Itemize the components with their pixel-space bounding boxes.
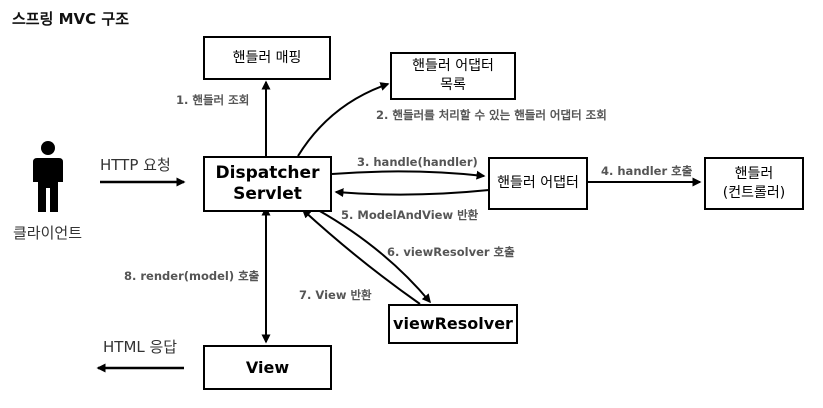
person-icon [33,141,63,212]
step7-label: 7. View 반환 [299,288,372,302]
view-resolver-box: viewResolver [388,304,518,344]
step6-label: 6. viewResolver 호출 [387,245,515,259]
client-label: 클라이언트 [13,224,83,242]
handler-adapter-box: 핸들러 어댑터 [488,157,588,210]
step4-label: 4. handler 호출 [601,164,693,178]
handler-controller-text: 핸들러 (컨트롤러) [722,165,786,201]
handler-adapter-text: 핸들러 어댑터 [497,175,579,192]
step6-arrow [317,209,431,304]
dispatcher-servlet-text: Dispatcher Servlet [215,162,320,204]
step3-label: 3. handle(handler) [357,155,478,169]
view-text: View [245,357,290,377]
view-box: View [203,345,332,390]
handler-mapping-box: 핸들러 매핑 [203,36,331,80]
http-request-label: HTTP 요청 [100,156,171,174]
step7-arrow [301,208,421,305]
handler-controller-box: 핸들러 (컨트롤러) [704,157,804,210]
handler-adapter-list-box: 핸들러 어댑터 목록 [390,52,516,100]
handler-adapter-list-text: 핸들러 어댑터 목록 [412,58,494,93]
step3-arrow [331,170,486,180]
step8-label: 8. render(model) 호출 [124,269,260,283]
diagram-title: 스프링 MVC 구조 [12,10,129,28]
step5-arrow [334,188,490,198]
html-response-label: HTML 응답 [103,338,178,356]
view-resolver-text: viewResolver [393,314,513,333]
step5-label: 5. ModelAndView 반환 [341,208,479,222]
handler-mapping-text: 핸들러 매핑 [232,49,302,66]
step2-label: 2. 핸들러를 처리할 수 있는 핸들러 어댑터 조회 [376,108,607,122]
step2-arrow [297,82,390,157]
step1-label: 1. 핸들러 조회 [176,93,250,107]
dispatcher-servlet-box: Dispatcher Servlet [203,156,332,212]
